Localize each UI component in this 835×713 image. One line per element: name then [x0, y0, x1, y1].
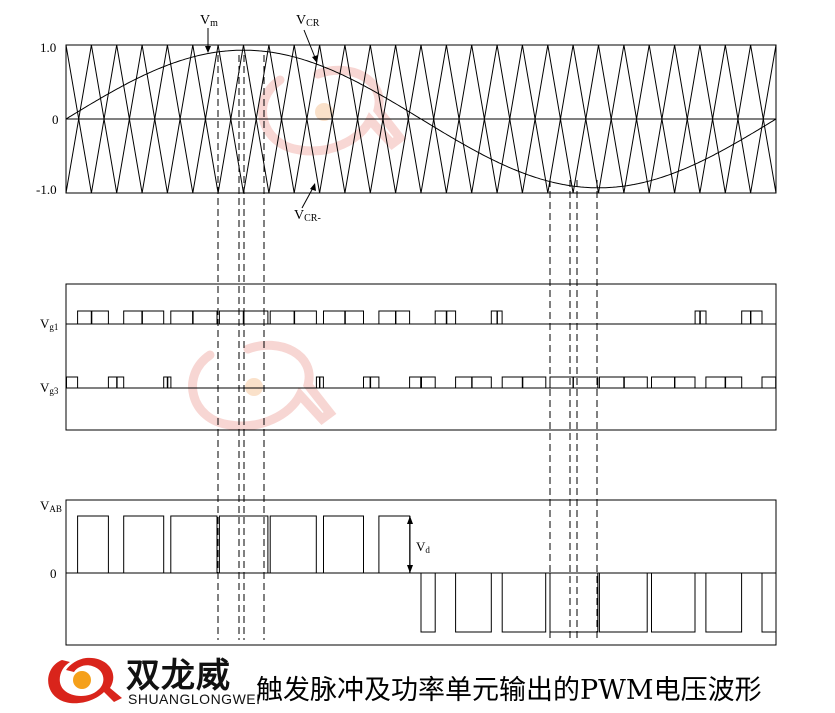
brand-name-en: SHUANGLONGWEI	[128, 691, 261, 707]
brand-name-cn: 双龙威	[126, 656, 231, 696]
vg3-pulse-10	[421, 376, 436, 389]
vab-positive-pulse-6	[378, 515, 411, 574]
vg3-pulse-3	[163, 376, 168, 389]
vg3-pulse-6	[319, 376, 324, 389]
vg3-pulse-12	[471, 376, 492, 389]
vab-negative-pulse-0	[420, 572, 436, 633]
vab-negative-pulse-6	[705, 572, 743, 633]
vg1-pulse-9	[294, 310, 317, 325]
vd-arrow-bottom	[407, 565, 413, 573]
vg3-label: Vg3	[40, 380, 59, 396]
vab-negative-pulse-5	[651, 572, 696, 633]
vg3-pulse-9	[409, 376, 422, 389]
vg3-pulse-21	[705, 376, 726, 389]
vg1-pulse-4	[170, 310, 194, 325]
vg3-pulse-13	[501, 376, 523, 389]
vg1-pulse-7	[243, 310, 269, 325]
vg3-pulse-17	[598, 376, 625, 389]
vg1-pulse-21	[750, 310, 763, 325]
vg1-pulse-16	[490, 310, 498, 325]
vg1-pulse-5	[192, 310, 218, 325]
vab-positive-pulse-2	[170, 515, 218, 574]
vg1-pulse-14	[434, 310, 447, 325]
carrier-wave-negative	[66, 45, 776, 193]
vab-positive-pulse-0	[77, 515, 109, 574]
watermark-dot-0	[315, 103, 333, 121]
vcr-minus-arrowhead	[310, 183, 316, 191]
vd-arrow-top	[407, 516, 413, 524]
vg1-pulse-8	[269, 310, 295, 325]
vg1-label: Vg1	[40, 316, 58, 332]
vab-positive-pulse-1	[123, 515, 165, 574]
vg1-pulse-12	[378, 310, 396, 325]
carrier-wave-positive	[66, 45, 776, 193]
vg3-pulse-19	[651, 376, 675, 389]
vcr-label: VCR	[296, 13, 320, 29]
gate-panel-frame	[65, 283, 777, 431]
vab-negative-pulse-1	[455, 572, 492, 633]
vg1-pulse-3	[141, 310, 165, 325]
vg1-pulse-17	[496, 310, 503, 325]
vg3-pulse-4	[167, 376, 172, 389]
vg3-pulse-8	[370, 376, 380, 389]
vg3-pulse-1	[107, 376, 118, 389]
vg3-pulse-11	[455, 376, 473, 389]
vab-negative-pulse-3	[549, 572, 599, 633]
vg3-pulse-7	[363, 376, 371, 389]
vg1-pulse-19	[699, 310, 707, 325]
vg3-pulse-16	[572, 376, 599, 389]
shuanglongwei-logo-icon	[48, 657, 122, 704]
watermark-group	[188, 65, 407, 431]
y-tick-top: 1.0	[40, 40, 56, 55]
figure-caption: 触发脉冲及功率单元输出的PWM电压波形	[256, 675, 762, 706]
vg3-pulse-22	[725, 376, 743, 389]
vcr-minus-leader	[301, 185, 315, 209]
vg1-pulse-2	[123, 310, 143, 325]
vm-arrowhead	[205, 46, 211, 53]
vg1-pulse-15	[446, 310, 457, 325]
vg1-pulse-0	[77, 310, 92, 325]
vg3-pulse-23	[761, 376, 777, 389]
watermark-dot-1	[245, 378, 263, 396]
vab-label: VAB	[40, 498, 62, 514]
vg3-pulse-20	[674, 376, 696, 389]
vcr-minus-label: VCR-	[294, 208, 321, 224]
watermark-swoosh-0	[258, 65, 407, 156]
vab-negative-pulse-7	[761, 572, 777, 633]
watermark-swoosh-1	[188, 340, 337, 431]
vg1-pulse-18	[694, 310, 701, 325]
vg3-pulse-18	[623, 376, 648, 389]
vab-positive-pulse-5	[323, 515, 364, 574]
vg1-pulse-11	[344, 310, 364, 325]
vg1-pulse-13	[395, 310, 411, 325]
vg3-pulse-2	[116, 376, 125, 389]
vg1-pulse-6	[218, 310, 244, 325]
vd-label: Vd	[416, 539, 430, 555]
modulating-sine-wave	[65, 49, 777, 189]
vg3-pulse-train	[66, 376, 777, 389]
vg1-pulse-20	[741, 310, 752, 325]
vg1-pulse-train	[77, 310, 763, 325]
vab-negative-pulse-4	[598, 572, 648, 633]
vab-zero-tick: 0	[50, 566, 57, 581]
vg3-pulse-14	[522, 376, 547, 389]
vcr-arrowhead	[312, 55, 318, 63]
vm-label: Vm	[200, 13, 218, 29]
y-tick-zero: 0	[52, 112, 59, 127]
vg1-pulse-1	[91, 310, 109, 325]
vg3-pulse-0	[66, 376, 79, 389]
dashed-projection-lines	[217, 55, 598, 640]
vcr-leader	[303, 29, 317, 61]
triangular-carrier-waves	[66, 45, 776, 193]
vg1-pulse-10	[323, 310, 346, 325]
vab-output-pulses	[77, 515, 777, 633]
vab-negative-pulse-2	[501, 572, 547, 633]
vg3-pulse-5	[315, 376, 320, 389]
vab-positive-pulse-4	[269, 515, 317, 574]
y-tick-bottom: -1.0	[36, 182, 57, 197]
